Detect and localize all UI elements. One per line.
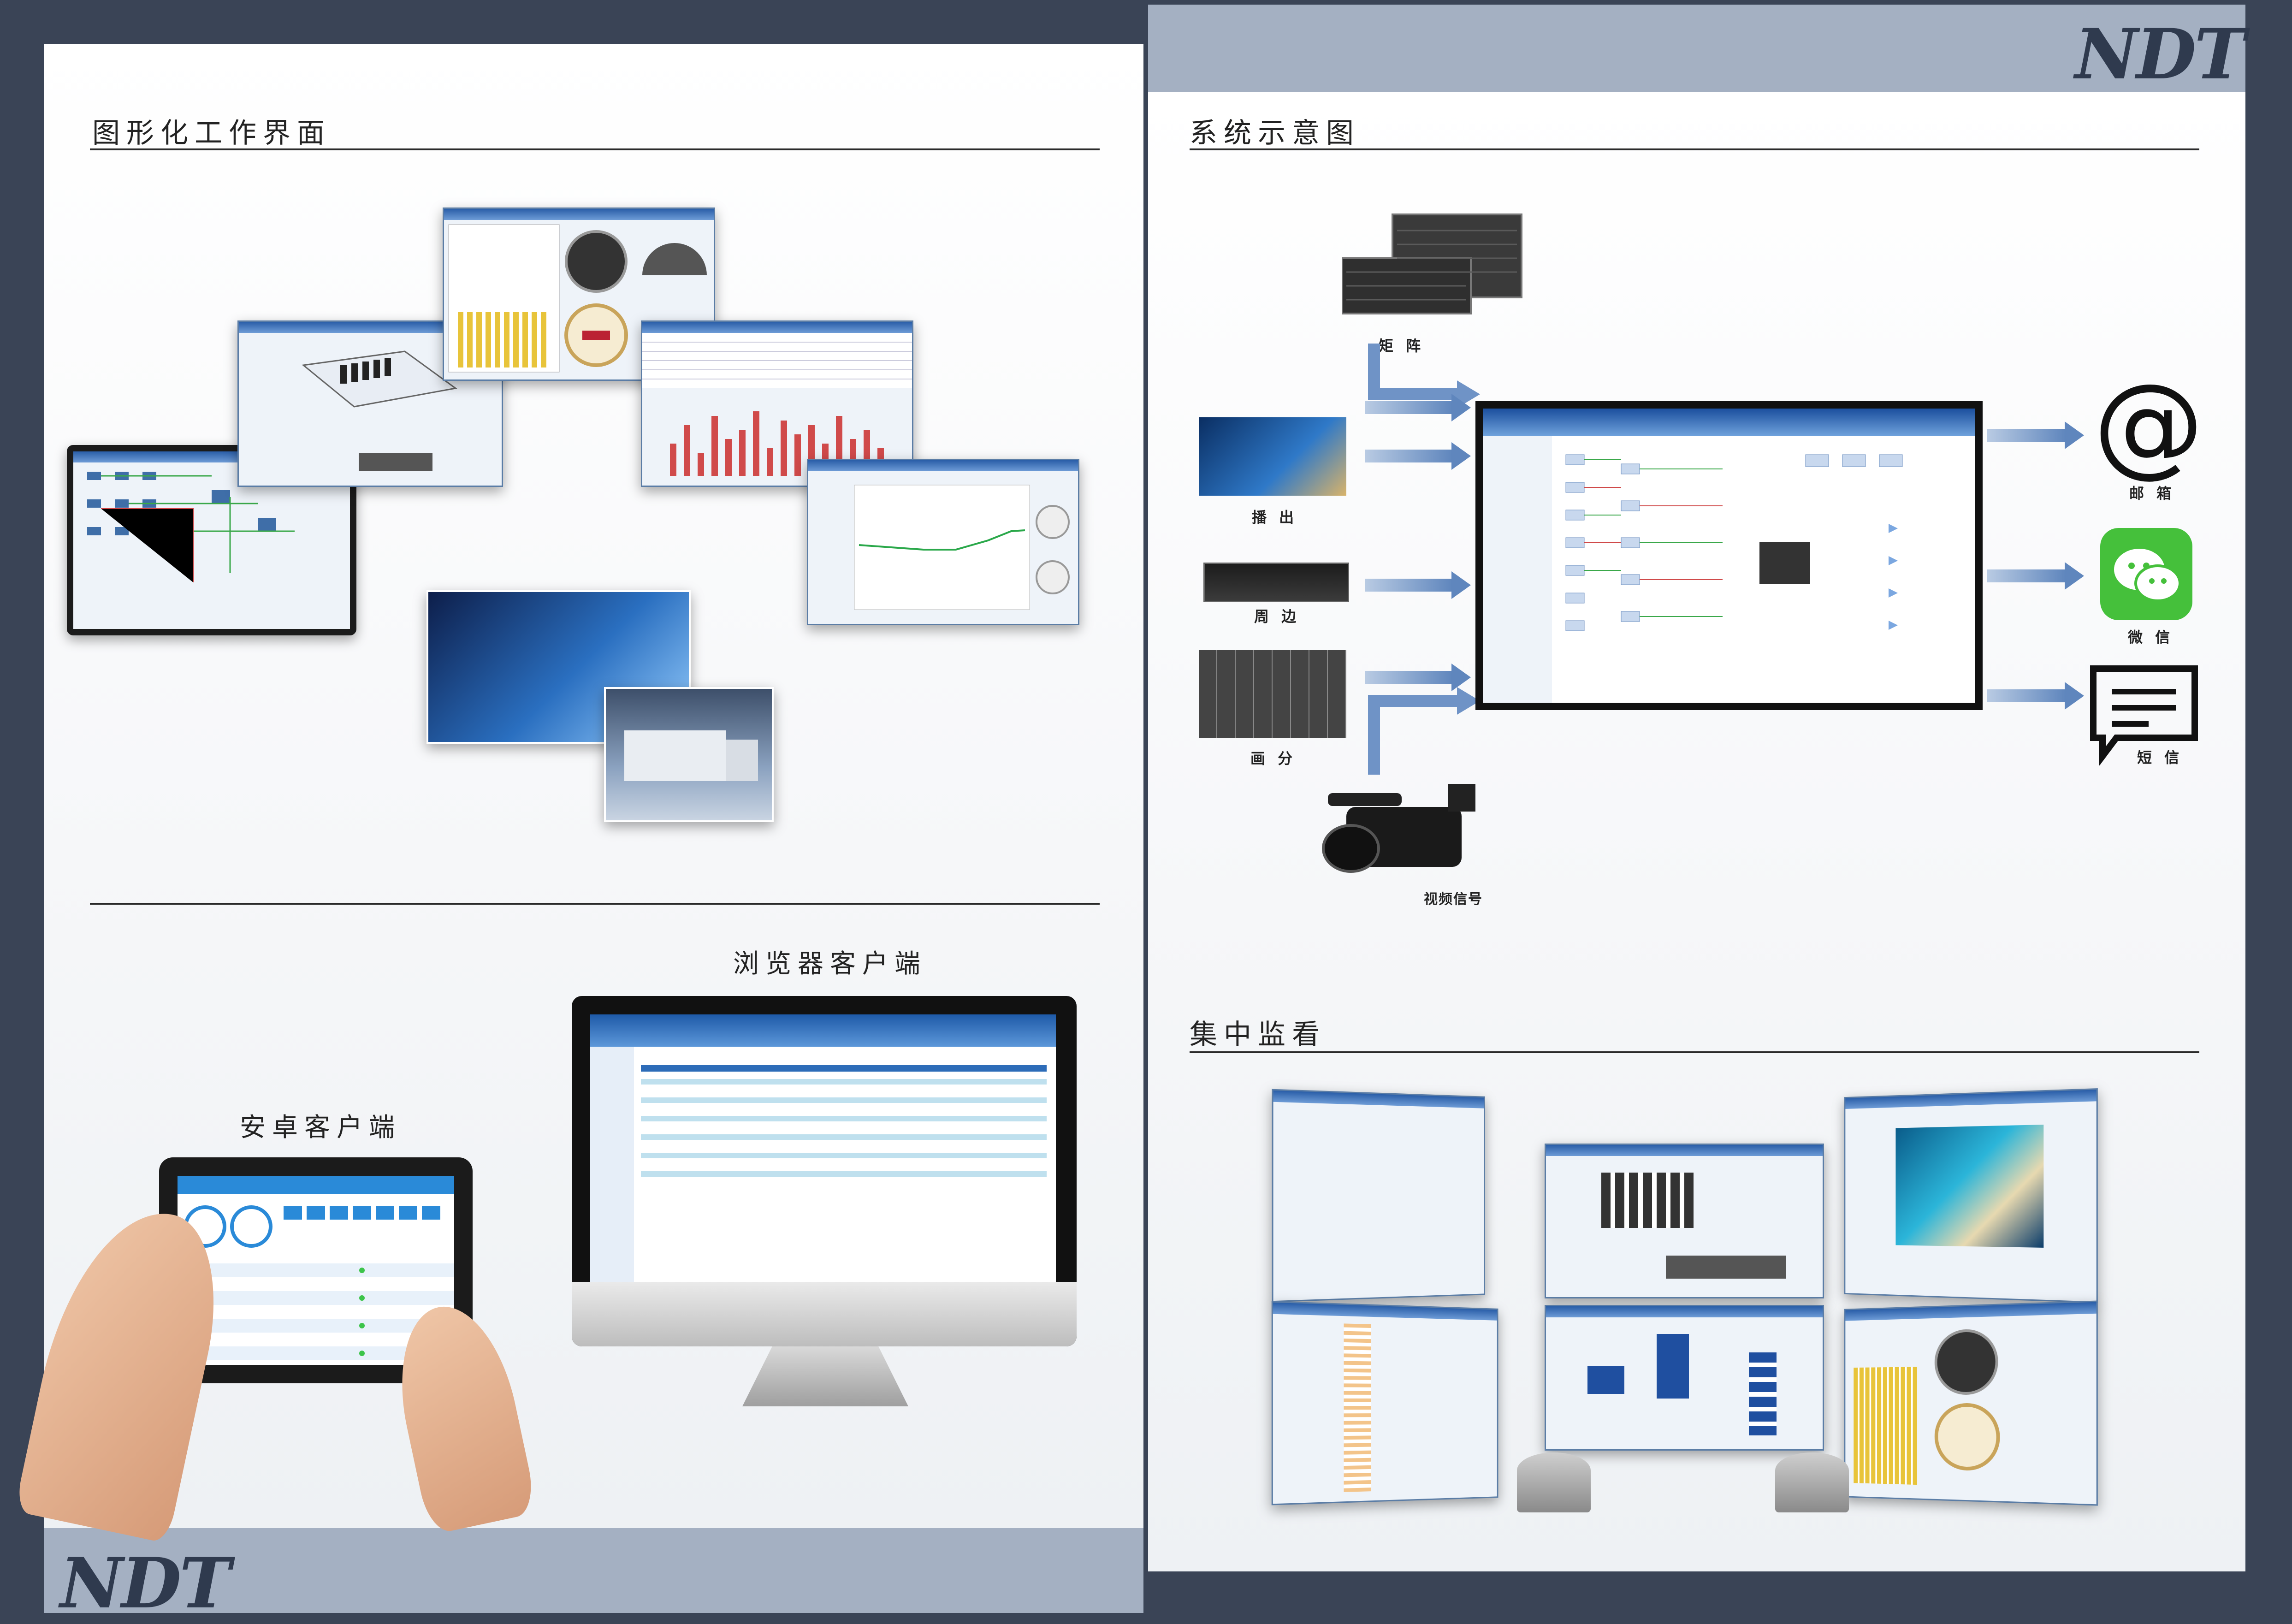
line-chart-graphic (854, 485, 1070, 610)
central-topology (1483, 436, 1903, 703)
sms-icon (2090, 665, 2198, 765)
arrow-to-wechat (1987, 562, 2084, 590)
wall-screen-2 (1545, 1144, 1824, 1298)
section-title-gui: 图形化工作界面 (92, 117, 331, 149)
imac-stand (742, 1346, 908, 1406)
screenshot-rack-3d (237, 320, 503, 487)
brand-logo-top: NDT (2075, 14, 2246, 95)
label-broadcast: 播 出 (1252, 509, 1298, 526)
wall-stand-left (1517, 1452, 1591, 1512)
brand-logo-bottom: NDT (60, 1543, 231, 1624)
label-peripheral: 周 边 (1254, 608, 1300, 625)
tablet-screen (178, 1176, 454, 1365)
right-top-band (1148, 5, 2245, 92)
central-screen (1483, 409, 1975, 703)
wall-screen-5 (1545, 1305, 1824, 1451)
browser-table (590, 1047, 1056, 1296)
photo-multiview (1199, 650, 1346, 738)
arrow-from-multiview (1365, 664, 1471, 691)
screenshot-gauges (443, 207, 715, 381)
wall-screen-1 (1272, 1089, 1485, 1303)
rule-gui (90, 148, 1100, 150)
wall-screen-3 (1844, 1088, 2098, 1303)
wall-screen-6 (1844, 1300, 2098, 1506)
photo-peripheral (1203, 563, 1349, 602)
wall-screen-4 (1271, 1301, 1498, 1505)
photo-broadcast (1199, 417, 1346, 496)
video-wall (1271, 1088, 2098, 1506)
camcorder (1322, 784, 1475, 873)
arrow-from-broadcast-b (1365, 442, 1471, 470)
gauges-graphic (448, 224, 707, 373)
imac-monitor (572, 996, 1077, 1346)
label-video-signal: 视频信号 (1424, 891, 1483, 907)
rule-lower-left (90, 903, 1100, 905)
topology-graphic (87, 472, 295, 582)
section-title-diagram: 系统示意图 (1190, 117, 1360, 149)
central-monitor (1475, 401, 1983, 710)
screenshot-line-chart (807, 459, 1079, 625)
section-title-browser: 浏览器客户端 (733, 949, 927, 979)
wall-stand-right (1775, 1452, 1849, 1512)
label-wechat: 微 信 (2128, 628, 2174, 646)
arrow-from-peripheral (1365, 571, 1471, 599)
photo-ob-truck (604, 687, 774, 822)
section-title-android: 安卓客户端 (240, 1113, 401, 1143)
arrow-to-email (1987, 421, 2084, 449)
label-matrix: 矩 阵 (1379, 337, 1425, 355)
rule-monitor (1190, 1051, 2199, 1053)
label-multiview: 画 分 (1250, 750, 1297, 767)
rack-graphic (302, 350, 457, 471)
rule-diagram (1190, 148, 2199, 150)
label-email: 邮 箱 (2129, 485, 2175, 502)
section-title-monitor: 集中监看 (1190, 1019, 1326, 1051)
imac-chin (572, 1282, 1077, 1346)
matrix-device (1342, 213, 1522, 314)
tablet-dashboard (178, 1205, 454, 1360)
label-sms: 短 信 (2137, 749, 2183, 766)
email-icon: @ (2093, 360, 2204, 489)
arrow-from-broadcast-a (1365, 394, 1471, 421)
wechat-icon (2100, 528, 2192, 620)
browser-screen (590, 1014, 1056, 1296)
left-bottom-band (44, 1528, 1143, 1613)
arrow-from-camera (1368, 687, 1480, 775)
arrow-to-sms (1987, 682, 2084, 710)
